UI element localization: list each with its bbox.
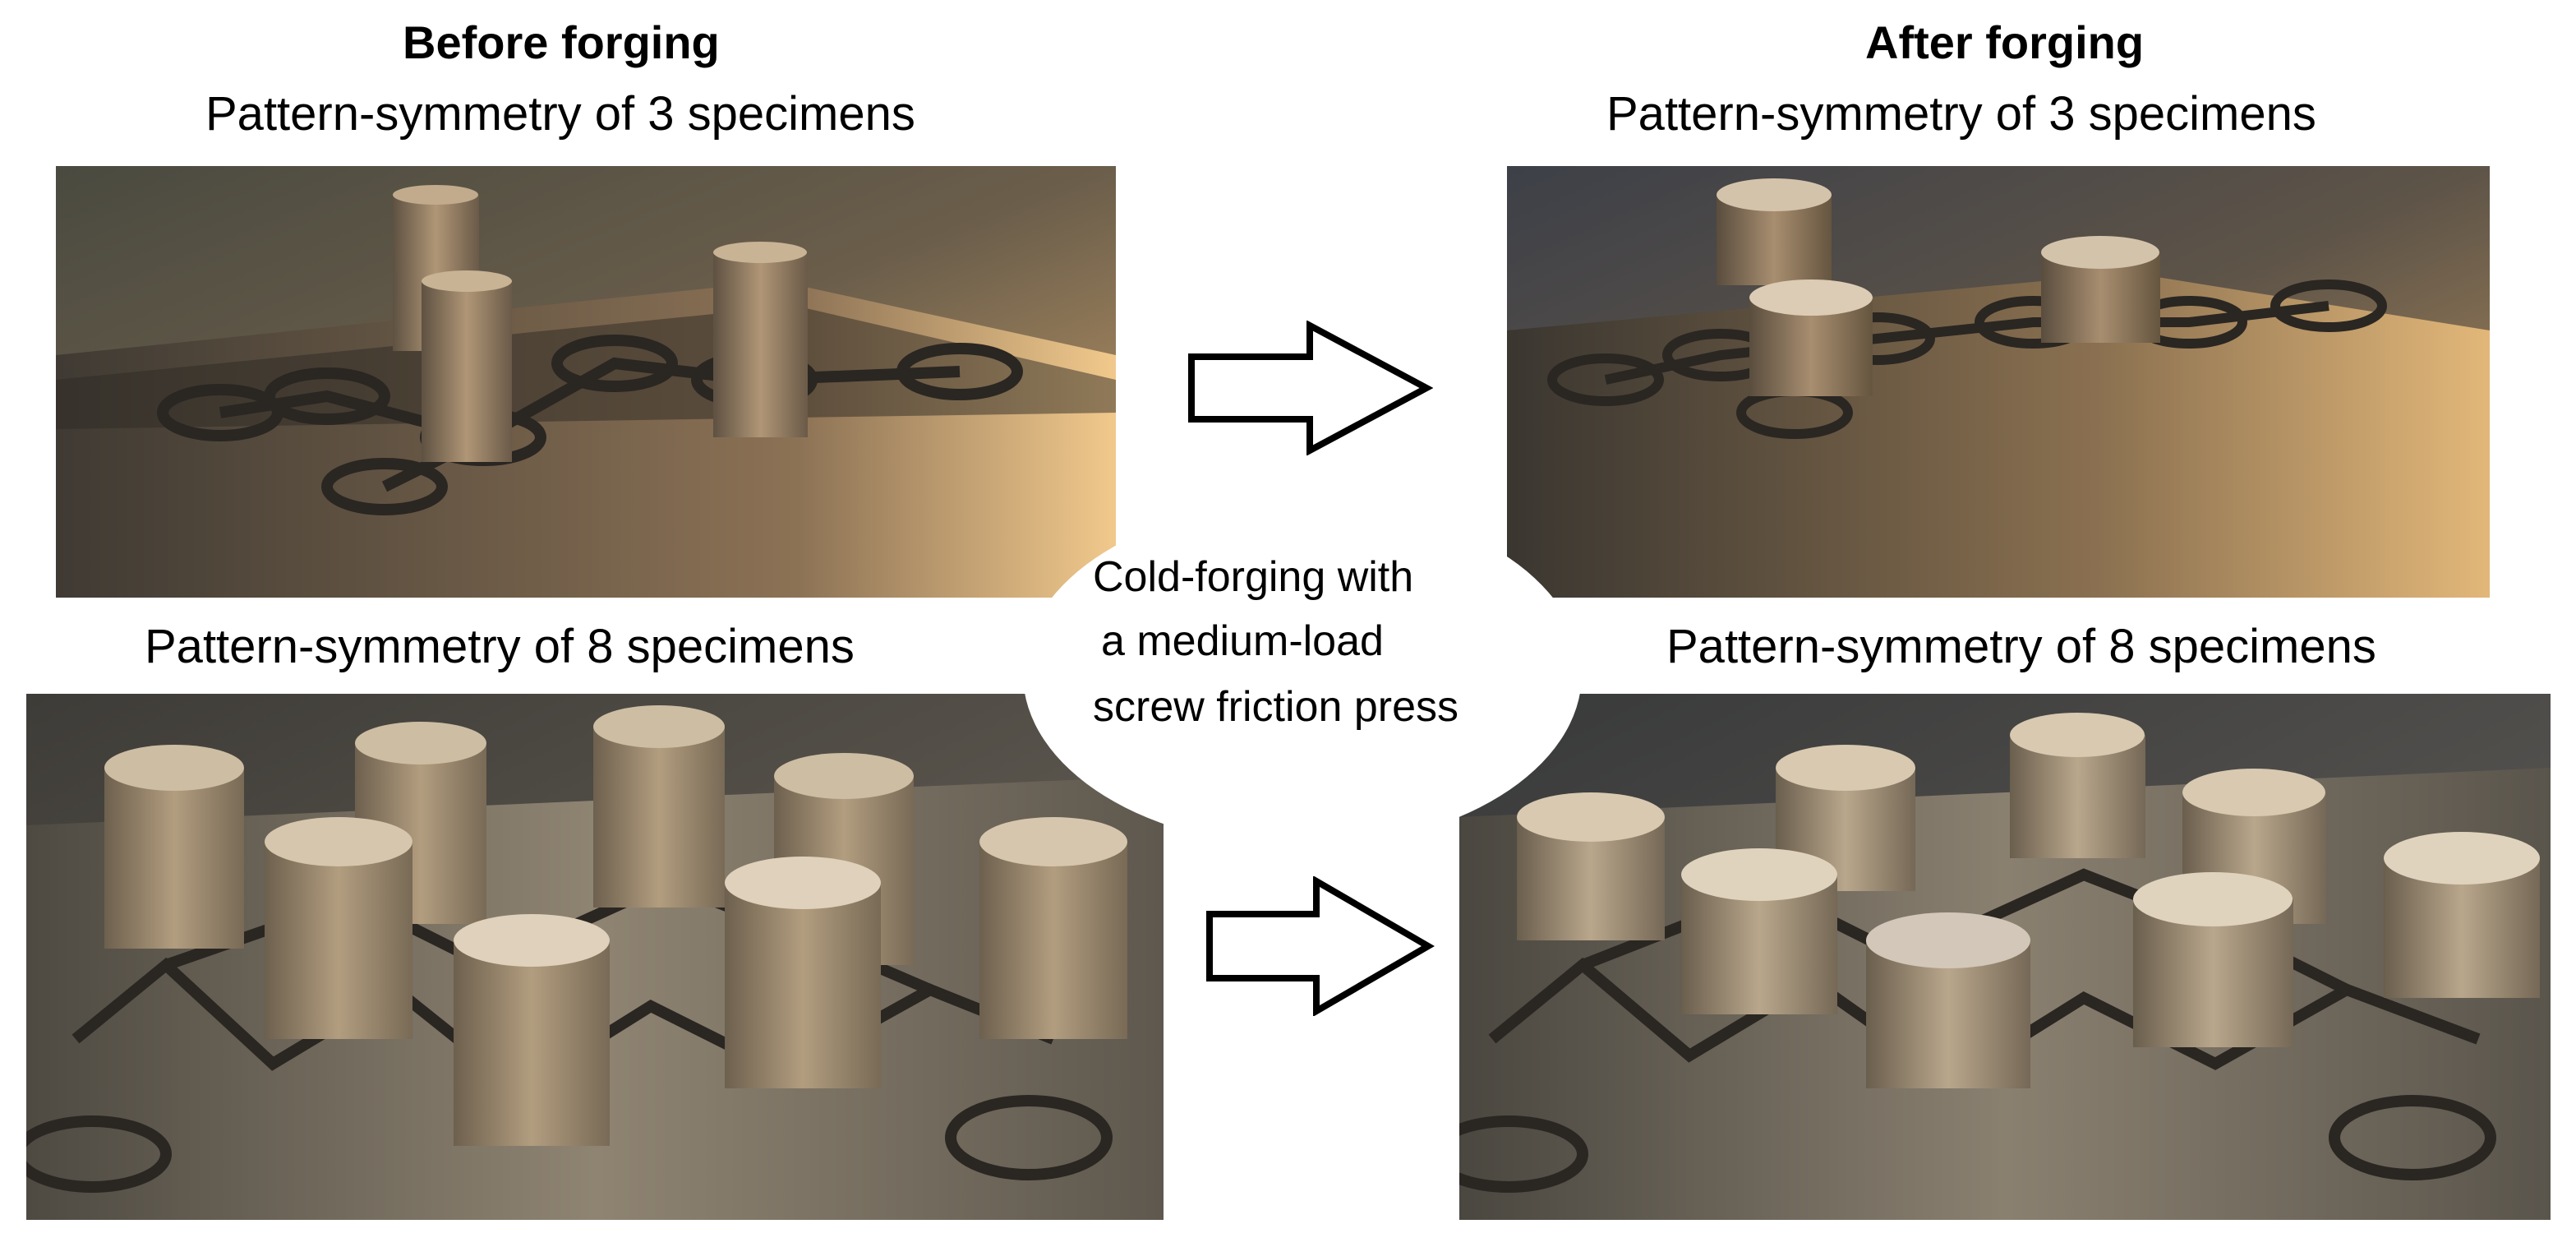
before-heading: Before forging (403, 16, 720, 68)
photo-after-3-specimens (1507, 166, 2490, 598)
photo-after-8-specimens (1459, 694, 2551, 1220)
photo-before-3-specimens (56, 166, 1116, 598)
process-line-3: screw friction press (1093, 683, 1459, 731)
before-top-caption: Pattern-symmetry of 3 specimens (205, 87, 915, 141)
process-line-2: a medium-load (1101, 617, 1384, 665)
process-line-1: Cold-forging with (1093, 553, 1414, 601)
process-bubble (1023, 501, 1582, 847)
after-top-caption: Pattern-symmetry of 3 specimens (1606, 87, 2316, 141)
before-bottom-caption: Pattern-symmetry of 8 specimens (145, 620, 855, 673)
right-arrow-icon (1205, 876, 1435, 1016)
after-bottom-caption: Pattern-symmetry of 8 specimens (1666, 620, 2376, 673)
photo-before-8-specimens (26, 694, 1164, 1220)
after-heading: After forging (1865, 16, 2145, 68)
right-arrow-icon (1187, 321, 1433, 455)
